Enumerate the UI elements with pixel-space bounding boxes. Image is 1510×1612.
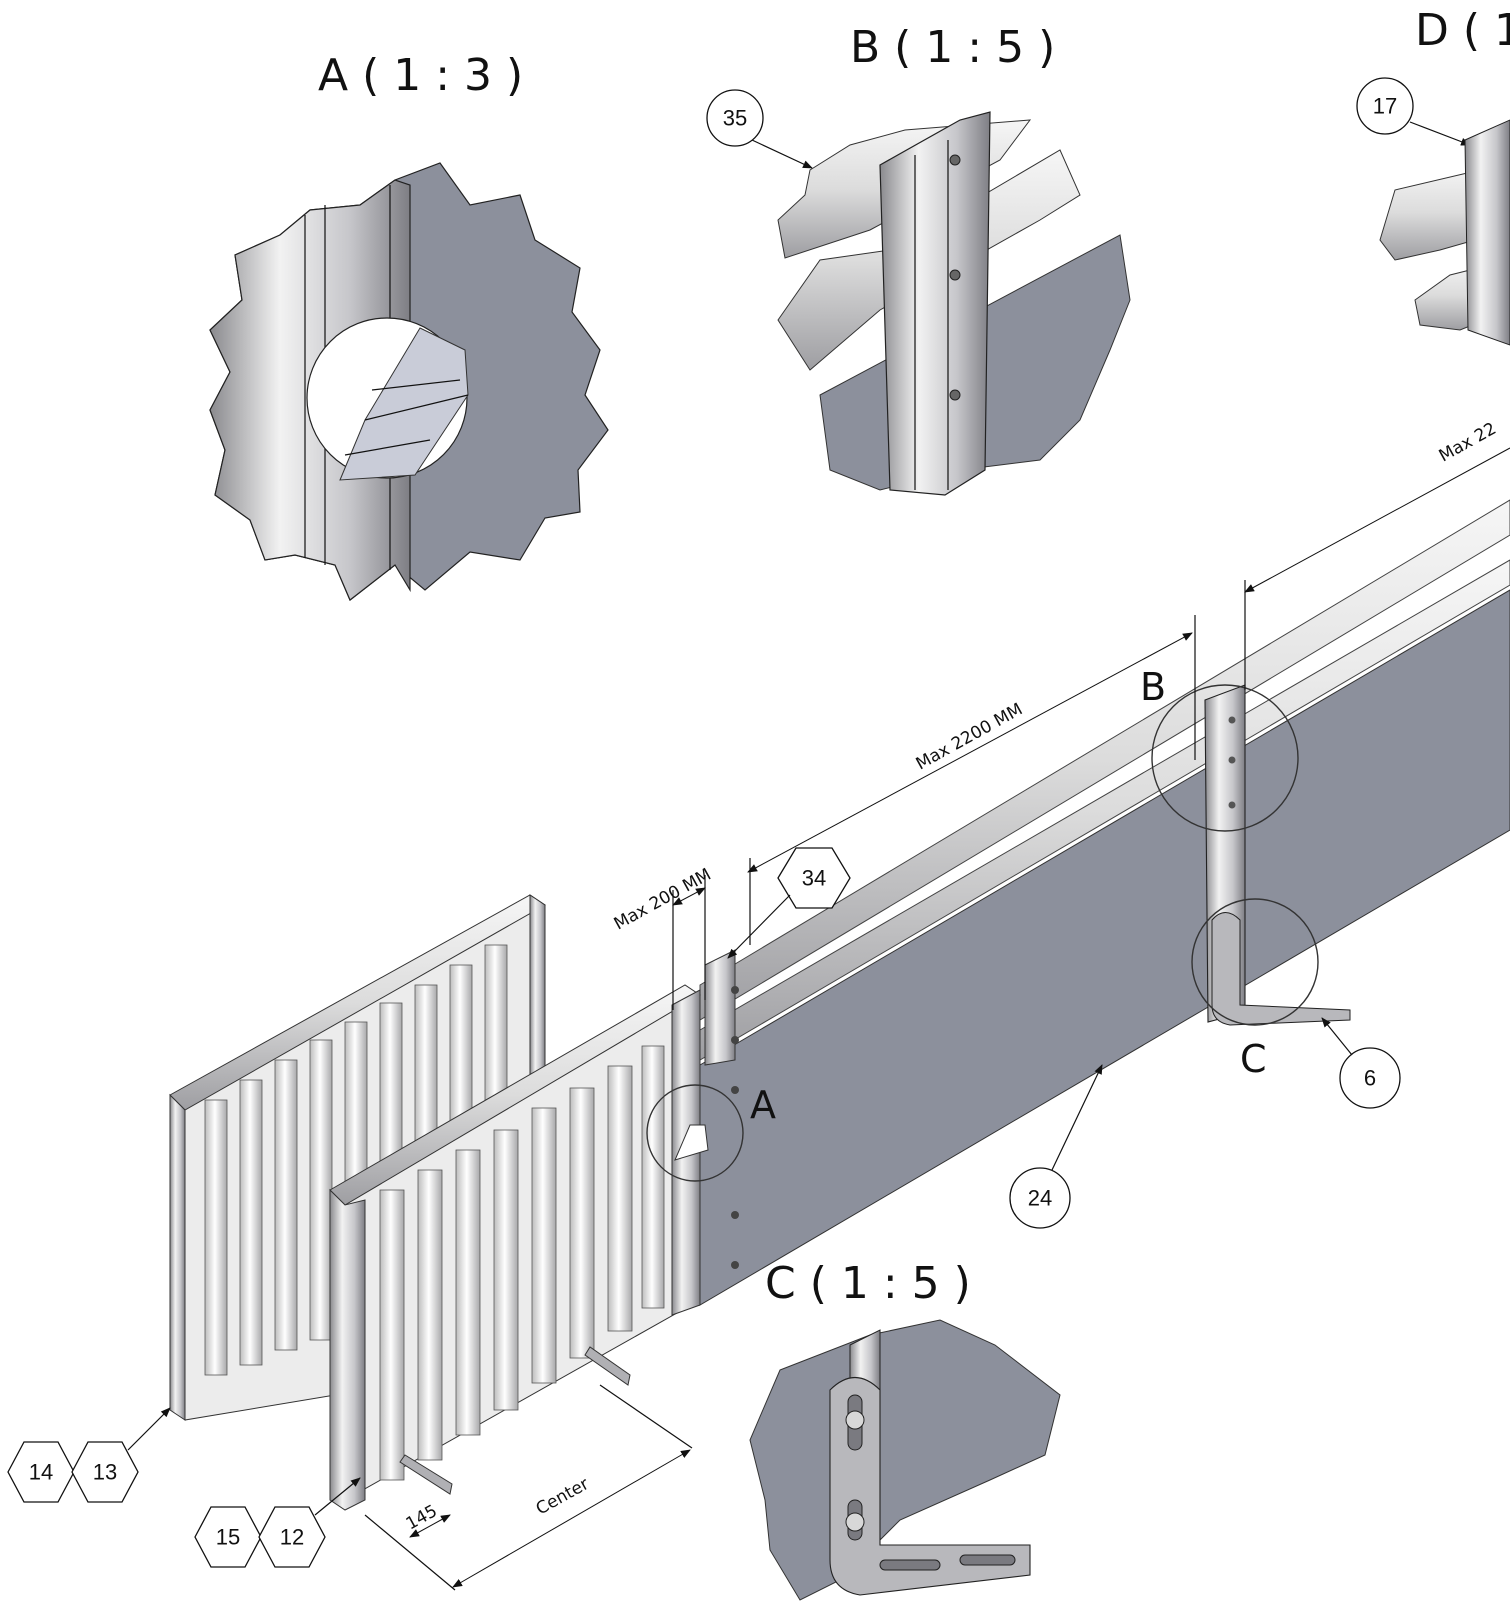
detail-d-title: D ( 1 [1415,5,1510,56]
balloon-12 [258,1506,326,1568]
balloon-17 [1356,77,1414,135]
dimension-center: Center [533,1474,593,1519]
svg-text:14: 14 [29,1460,53,1485]
balloon-6 [1339,1047,1401,1109]
main-assembly: A B C Max 2200 MM Max 22 Max 200 MM 145 … [7,419,1510,1591]
svg-text:34: 34 [802,866,826,891]
svg-text:6: 6 [1364,1066,1376,1091]
svg-text:15: 15 [216,1525,240,1550]
svg-text:17: 17 [1373,94,1397,119]
detail-d-view: D ( 1 17 [1356,5,1510,346]
dimension-145: 145 [403,1501,441,1534]
svg-text:35: 35 [723,106,747,131]
callout-a: A [750,1083,776,1127]
callout-b: B [1140,665,1166,709]
foot-bracket-6 [1211,912,1351,1026]
callout-c: C [1240,1037,1267,1081]
balloon-13 [71,1441,139,1503]
detail-circle-c [1191,898,1319,1026]
svg-text:24: 24 [1028,1186,1052,1211]
detail-b-title: B ( 1 : 5 ) [850,22,1055,73]
detail-a-view: A ( 1 : 3 ) [209,50,609,601]
balloon-24 [1009,1167,1071,1229]
detail-c-title: C ( 1 : 5 ) [765,1258,971,1309]
dimension-max-2200: Max 2200 MM [913,699,1026,774]
detail-a-title: A ( 1 : 3 ) [318,50,523,101]
balloon-34 [777,847,851,909]
detail-c-view: C ( 1 : 5 ) [749,1258,1061,1601]
balloon-35 [706,89,764,147]
gate-panel-front [329,984,701,1511]
svg-text:12: 12 [280,1525,304,1550]
dimension-max-200: Max 200 MM [611,865,715,935]
detail-b-view: B ( 1 : 5 ) 35 [706,22,1131,496]
detail-circle-a [646,1084,744,1182]
svg-text:13: 13 [93,1460,117,1485]
